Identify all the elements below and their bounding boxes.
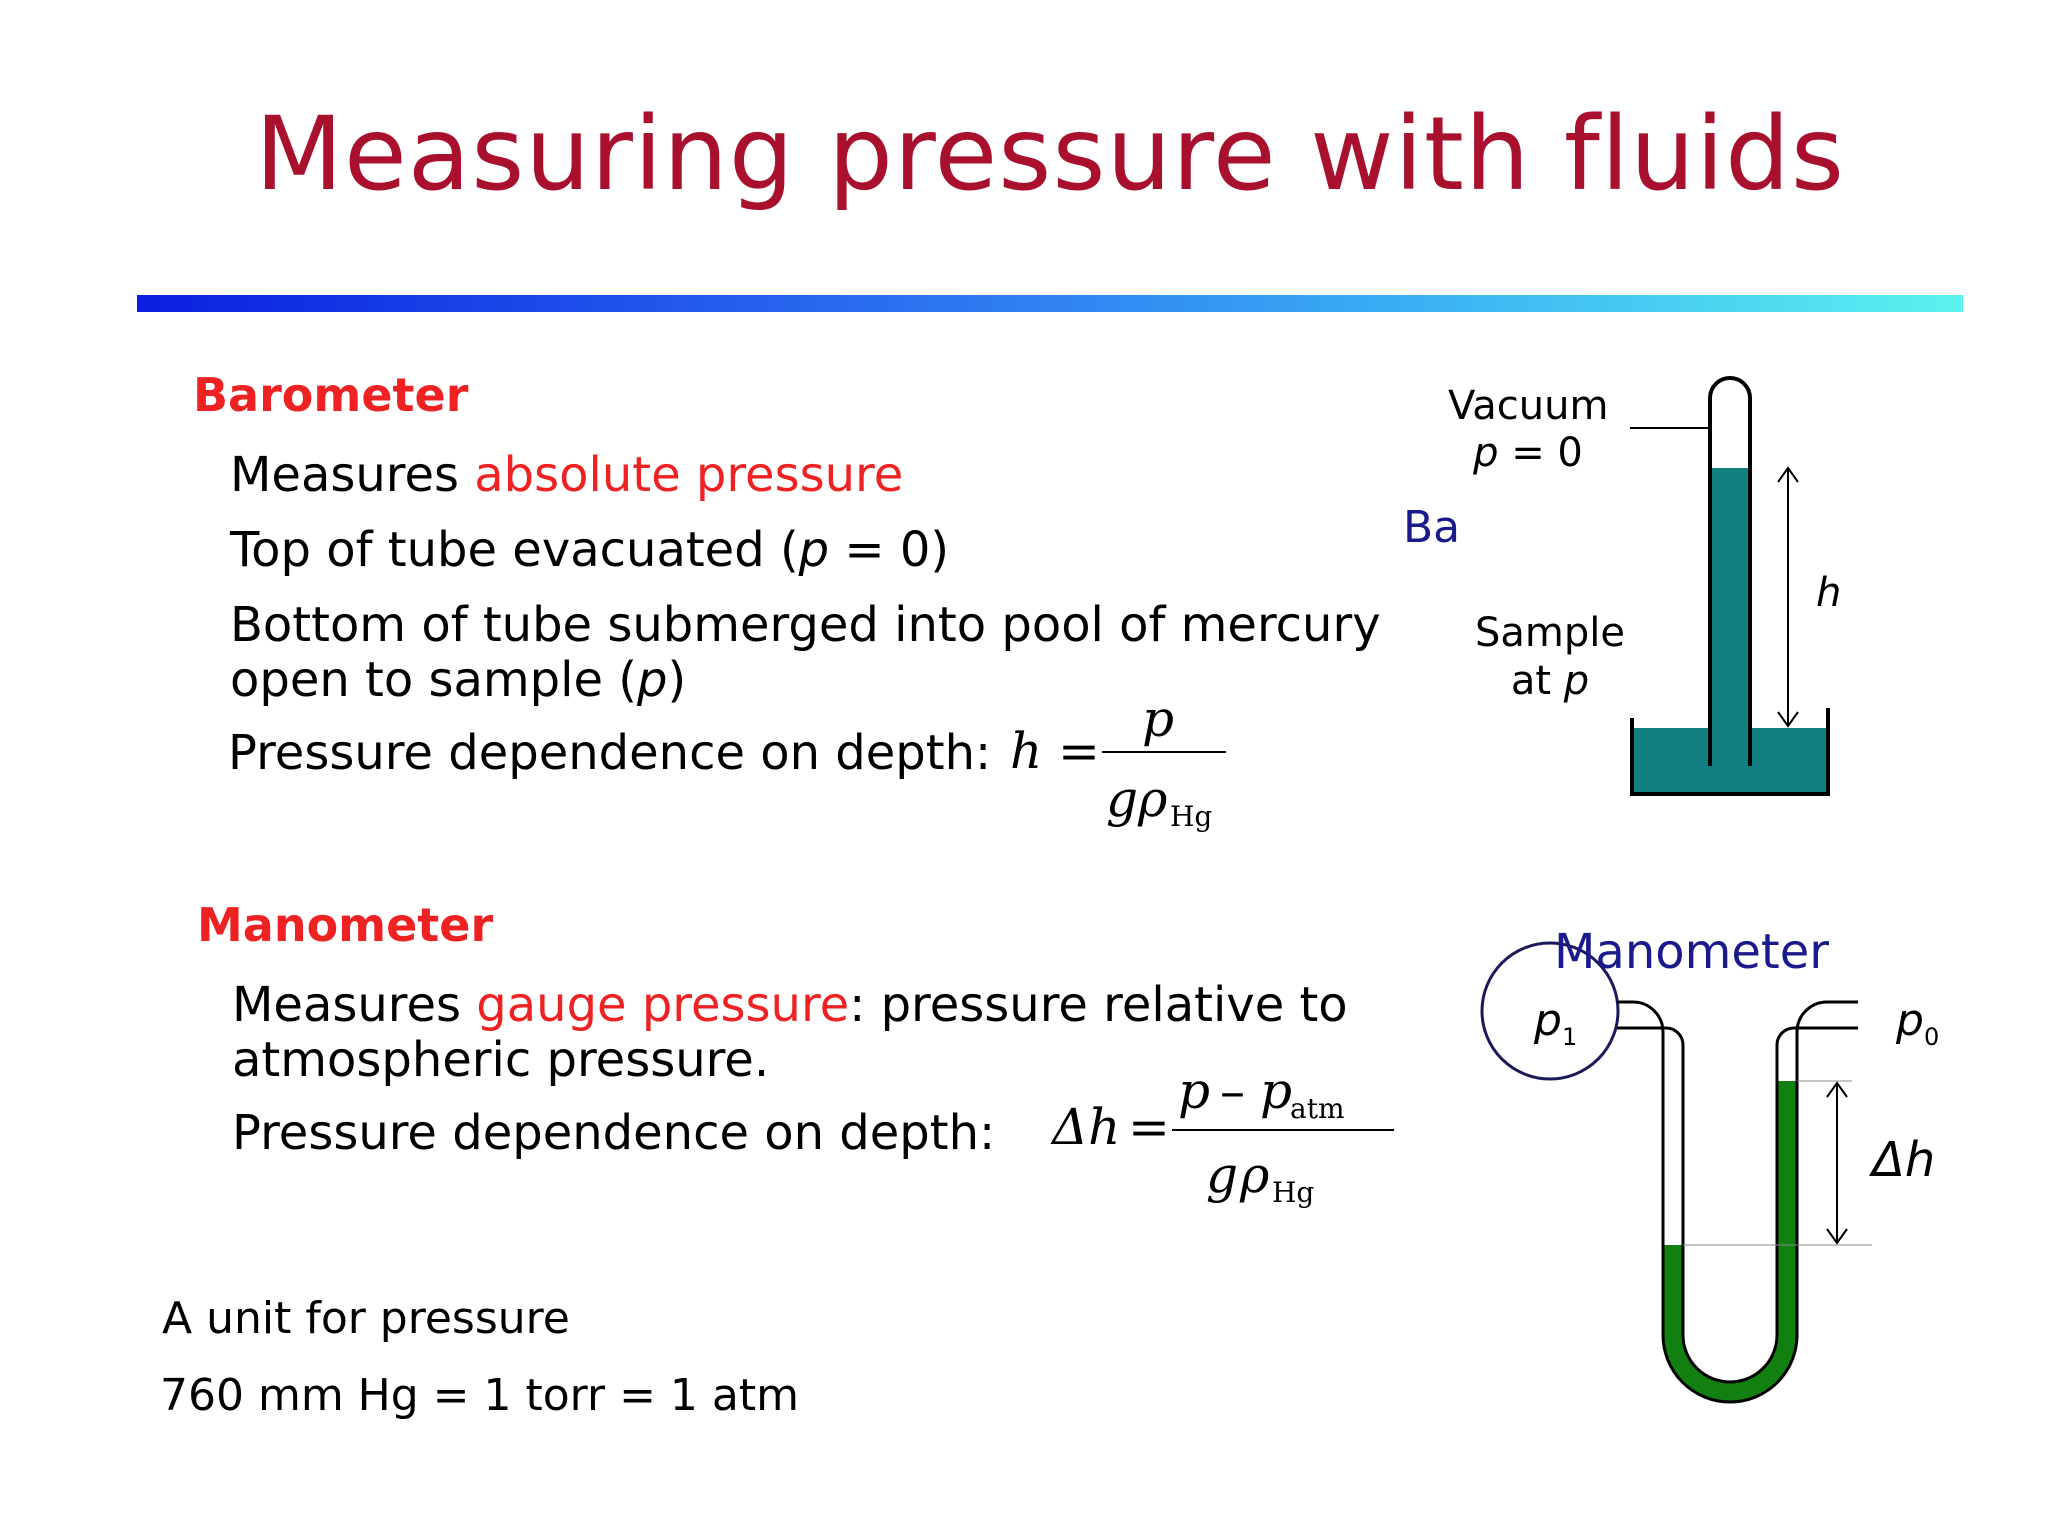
formula-h: h — [1010, 722, 1043, 780]
page-title: Measuring pressure with fluids — [254, 95, 1846, 214]
manometer-line-3: Pressure dependence on depth: — [232, 1105, 996, 1161]
p-zero-label: p = 0 — [1448, 430, 1608, 476]
formula-den-rho: ρ — [1138, 770, 1168, 828]
delta-h-label: Δh — [1872, 1132, 1936, 1188]
p1-label: p1 — [1534, 995, 1577, 1051]
barometer-tube — [1708, 376, 1752, 766]
gauge-pressure-highlight: gauge pressure — [476, 977, 850, 1033]
manometer-line-2: atmospheric pressure. — [232, 1032, 770, 1088]
fraction-bar — [1102, 751, 1226, 753]
barometer-line-4-suffix: ) — [667, 652, 687, 708]
vacuum-label: Vacuum — [1448, 383, 1609, 429]
formula-num-p: p — [1178, 1062, 1211, 1120]
barometer-line-2-prefix: Top of tube evacuated ( — [230, 522, 799, 578]
barometer-line-1: Measures absolute pressure — [230, 447, 903, 505]
formula-den-sub: Hg — [1272, 1176, 1315, 1209]
barometer-line-1-prefix: Measures — [230, 447, 475, 503]
formula-den-g: g — [1206, 1146, 1239, 1204]
barometer-line-4-prefix: open to sample ( — [230, 652, 637, 708]
formula-num-sub: atm — [1290, 1092, 1345, 1125]
at-var: p — [1563, 658, 1590, 704]
manometer-line-1-prefix: Measures — [232, 977, 477, 1033]
manometer-line-1: Measures gauge pressure: pressure relati… — [232, 977, 1348, 1035]
formula-equals: = — [1058, 722, 1100, 780]
sample-label: Sample — [1475, 610, 1625, 656]
absolute-pressure-highlight: absolute pressure — [474, 447, 904, 503]
p0-label: p0 — [1896, 995, 1939, 1051]
manometer-heading: Manometer — [197, 898, 494, 952]
p-zero-var: p — [1473, 430, 1499, 476]
barometer-line-4-var: p — [637, 652, 668, 708]
arrow-head-top — [1826, 1081, 1848, 1098]
fraction-bar — [1172, 1129, 1394, 1131]
manometer-diagram-title: Manometer — [1554, 924, 1829, 980]
title-divider — [137, 295, 1963, 312]
barometer-line-4: open to sample (p) — [230, 652, 686, 710]
manometer-line-1-suffix: : pressure relative to — [849, 977, 1348, 1033]
manometer-fluid — [1663, 1081, 1797, 1402]
manometer-diagram — [1480, 941, 1872, 1404]
barometer-cut-label: Ba — [1403, 502, 1460, 553]
pool-container — [1630, 708, 1830, 796]
barometer-line-5: Pressure dependence on depth: — [228, 725, 992, 781]
formula-num-minus: – — [1220, 1062, 1245, 1120]
manometer-tube-outer — [1617, 1000, 1858, 1404]
barometer-diagram — [1630, 376, 1830, 796]
p0-var: p — [1896, 995, 1924, 1046]
mercury-column — [1710, 468, 1750, 730]
formula-den-rho: ρ — [1240, 1146, 1270, 1204]
formula-equals: = — [1128, 1098, 1170, 1156]
manometer-tube-inner — [1617, 1026, 1858, 1384]
barometer-line-2-var: p — [798, 522, 830, 578]
formula-numerator: p — [1142, 690, 1175, 748]
p0-sub: 0 — [1923, 1022, 1940, 1051]
p1-var: p — [1534, 995, 1562, 1046]
formula-dh: Δh — [1052, 1098, 1121, 1156]
barometer-heading: Barometer — [193, 368, 469, 422]
arrow-head-bottom — [1826, 1228, 1848, 1245]
pressure-bulb — [1480, 941, 1620, 1081]
h-label: h — [1816, 570, 1842, 616]
barometer-line-2: Top of tube evacuated (p = 0) — [230, 522, 949, 580]
formula-num-p2: p — [1260, 1062, 1293, 1120]
unit-line-1: A unit for pressure — [162, 1293, 570, 1344]
barometer-line-3: Bottom of tube submerged into pool of me… — [230, 597, 1381, 653]
at-p-label: at p — [1470, 658, 1630, 704]
at-prefix: at — [1510, 658, 1564, 704]
p1-sub: 1 — [1561, 1022, 1578, 1051]
arrow-head-top — [1777, 466, 1799, 483]
formula-den-g: g — [1106, 770, 1139, 828]
barometer-line-2-suffix: = 0) — [829, 522, 950, 578]
unit-line-2: 760 mm Hg = 1 torr = 1 atm — [160, 1370, 799, 1421]
arrow-head-bottom — [1777, 711, 1799, 728]
formula-den-sub: Hg — [1170, 800, 1213, 833]
p-zero-val: = 0 — [1498, 430, 1583, 476]
mercury-pool — [1632, 728, 1828, 792]
